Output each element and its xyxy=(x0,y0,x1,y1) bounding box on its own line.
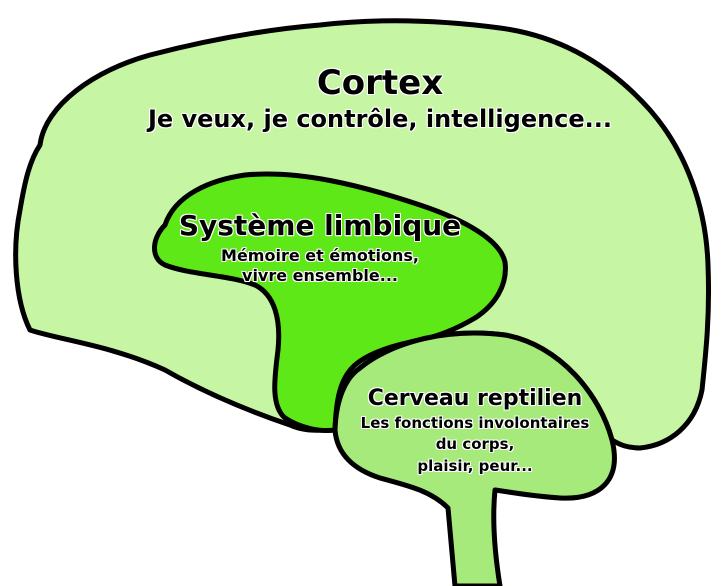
limbic-description-line: vivre ensemble... xyxy=(242,266,398,286)
reptilian-description-line: du corps, xyxy=(435,435,515,454)
cortex-title: Cortex xyxy=(316,63,444,103)
reptilian-title: Cerveau reptilien xyxy=(367,386,583,411)
reptilian-description-line: plaisir, peur... xyxy=(417,456,533,475)
limbic-title: Système limbique xyxy=(178,209,462,242)
cortex-description: Je veux, je contrôle, intelligence... xyxy=(147,105,613,133)
reptilian-description: Les fonctions involontaires du corps, pl… xyxy=(330,413,620,477)
limbic-description-line: Mémoire et émotions, xyxy=(221,246,419,265)
limbic-description: Mémoire et émotions, vivre ensemble... xyxy=(170,246,470,287)
limbic-region xyxy=(152,171,508,433)
reptilian-description-line: Les fonctions involontaires xyxy=(360,414,590,432)
reptilian-region xyxy=(332,330,617,586)
